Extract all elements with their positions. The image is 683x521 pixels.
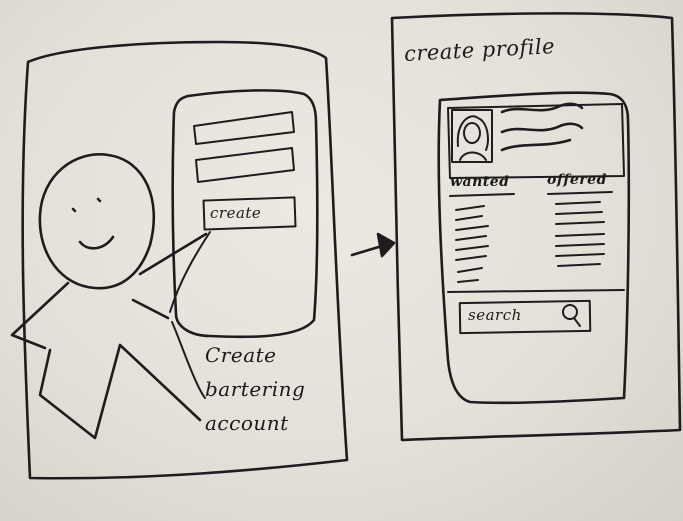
profile-name-line-1 [500, 102, 584, 114]
caption-line: Create [205, 343, 277, 367]
text-field-2[interactable] [195, 147, 295, 183]
magnifier-icon[interactable] [562, 304, 581, 327]
pointer-line [169, 231, 211, 313]
figure-arm-right-upper [138, 232, 208, 276]
figure-head [38, 153, 156, 290]
figure-arm-left [10, 281, 70, 350]
text-field-1[interactable] [193, 111, 295, 145]
profile-name-line-3 [500, 138, 572, 152]
caption-line: bartering [205, 377, 306, 401]
panel-1-frame [21, 40, 349, 480]
create-button-label[interactable]: create [210, 204, 262, 222]
offered-label: offered [547, 172, 607, 188]
create-bartering-account-caption: Create bartering account [205, 338, 305, 440]
wanted-label: wanted [450, 174, 510, 190]
caption-pointer-line [171, 321, 206, 399]
figure-arm-right-lower [131, 298, 170, 320]
phone-outline [171, 89, 319, 339]
create-button-outline[interactable] [202, 196, 297, 231]
search-box-outline[interactable] [458, 299, 592, 335]
profile-phone-outline [437, 91, 631, 405]
flow-arrowhead [376, 232, 396, 258]
woman-portrait-icon [451, 109, 493, 163]
figure-smile [78, 235, 115, 250]
wanted-list [455, 205, 489, 283]
search-label[interactable]: search [468, 306, 522, 324]
content-divider [447, 289, 625, 293]
offered-underline [547, 191, 613, 195]
profile-header-box [447, 103, 625, 179]
offered-list [555, 201, 605, 267]
panel-2-frame [390, 12, 682, 442]
figure-body-bottom [38, 343, 202, 440]
wanted-underline [449, 193, 515, 197]
figure-eye-left [71, 207, 77, 213]
profile-name-line-2 [500, 122, 584, 134]
caption-line: account [205, 411, 289, 435]
figure-eye-right [96, 197, 102, 203]
